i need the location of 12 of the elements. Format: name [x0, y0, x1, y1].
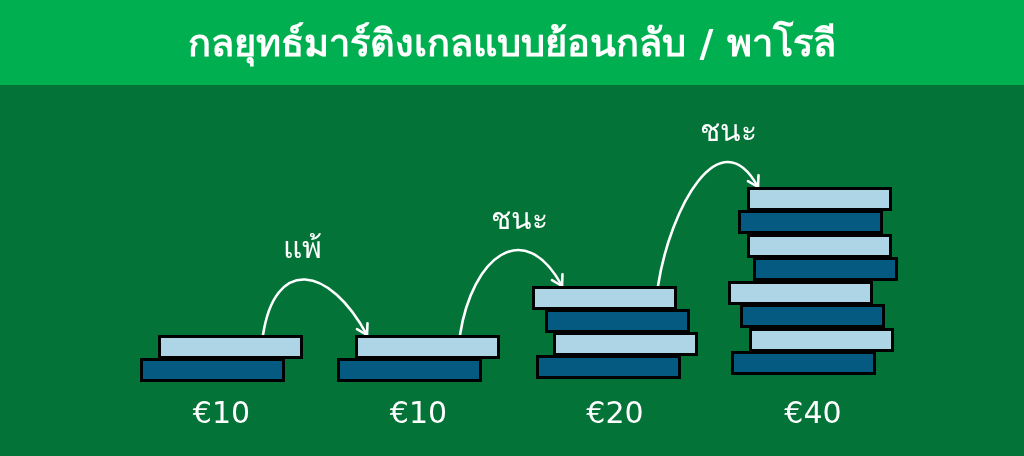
curved-arrow [261, 278, 369, 337]
amount-label: €20 [586, 395, 644, 431]
amount-label: €40 [784, 395, 842, 431]
chip-stack-drawing [532, 286, 698, 379]
title-text: กลยุทธ์มาร์ติงเกลแบบย้อนกลับ / พาโรลี [188, 19, 836, 69]
chip-stack-drawing [337, 335, 500, 382]
amount-label: €10 [192, 395, 251, 431]
curved-arrow [656, 160, 760, 288]
amount-label: €10 [389, 395, 448, 431]
chip-stack-drawing [140, 335, 303, 382]
chip-stack-drawing [728, 187, 898, 375]
curved-arrow [458, 248, 564, 337]
